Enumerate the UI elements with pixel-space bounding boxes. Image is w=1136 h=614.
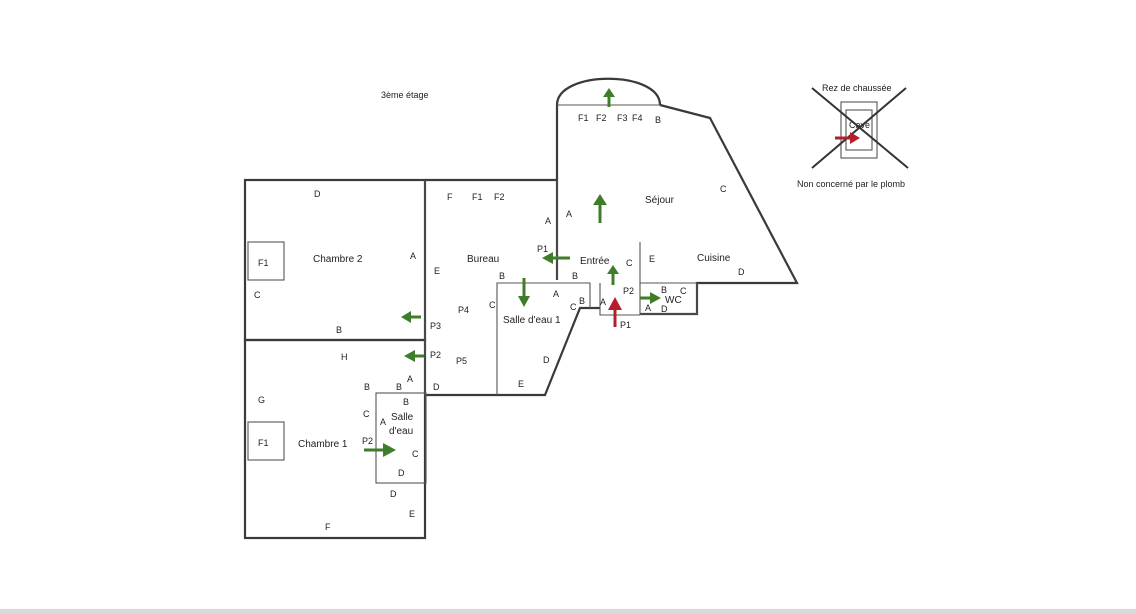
room-sejour: Séjour: [645, 195, 675, 206]
label: D: [314, 189, 321, 199]
label: F3: [617, 113, 628, 123]
floor-title: 3ème étage: [381, 90, 429, 100]
green-arrow-icon: [518, 278, 530, 307]
label: C: [720, 184, 727, 194]
label: A: [545, 216, 551, 226]
label: B: [403, 397, 409, 407]
bottom-border: [0, 609, 1136, 614]
label: B: [572, 271, 578, 281]
label: B: [655, 115, 661, 125]
label: P4: [458, 305, 469, 315]
label: F4: [632, 113, 643, 123]
label: A: [566, 209, 572, 219]
label: D: [543, 355, 550, 365]
label: P1: [537, 244, 548, 254]
label: D: [398, 468, 405, 478]
cross-line-2: [811, 87, 907, 169]
room-salle-eau-line1: Salle: [391, 412, 414, 423]
label: P2: [430, 350, 441, 360]
label: C: [489, 300, 496, 310]
label: D: [433, 382, 440, 392]
red-arrow-icon: [608, 297, 622, 327]
green-arrow-icon: [603, 88, 615, 107]
label: G: [258, 395, 265, 405]
label: B: [396, 382, 402, 392]
label: C: [254, 290, 261, 300]
label: B: [579, 296, 585, 306]
label: A: [380, 417, 386, 427]
window-box-chambre1: [247, 421, 285, 461]
label: C: [412, 449, 419, 459]
label: C: [570, 302, 577, 312]
ground-floor-box: [840, 101, 878, 159]
label: A: [407, 374, 413, 384]
entree-lower-walls: [599, 283, 640, 316]
red-arrow-icon: [835, 132, 860, 144]
label: B: [364, 382, 370, 392]
room-salle-eau1: Salle d'eau 1: [503, 315, 561, 326]
green-arrow-icon: [593, 194, 607, 223]
label: F1: [258, 438, 269, 448]
label: E: [649, 254, 655, 264]
ground-floor-title: Rez de chaussée: [822, 83, 892, 93]
window-box-chambre2: [247, 241, 285, 281]
label: B: [499, 271, 505, 281]
label: C: [626, 258, 633, 268]
room-bureau: Bureau: [467, 254, 499, 265]
salle-eau1-walls: [496, 282, 591, 395]
label: B: [661, 285, 667, 295]
label: D: [738, 267, 745, 277]
room-salle-eau-line2: d'eau: [389, 426, 413, 437]
label: F1: [258, 258, 269, 268]
label: F2: [494, 192, 505, 202]
label: H: [341, 352, 348, 362]
label: F2: [596, 113, 607, 123]
label: A: [553, 289, 559, 299]
bay-window: [555, 77, 662, 106]
label: F: [325, 522, 331, 532]
label: E: [434, 266, 440, 276]
room-entree: Entrée: [580, 256, 610, 267]
label: P3: [430, 321, 441, 331]
green-arrow-icon: [542, 252, 570, 264]
label: F1: [578, 113, 589, 123]
label: A: [645, 303, 651, 313]
ground-floor-small-label: Cave: [849, 120, 870, 130]
room-cuisine: Cuisine: [697, 253, 731, 264]
label: C: [680, 286, 687, 296]
ground-floor-legend: Rez de chaussée Cave Non concerné par le…: [797, 83, 909, 189]
chambre1-walls: [243, 338, 427, 540]
label: F1: [472, 192, 483, 202]
room-wc: WC: [665, 295, 682, 306]
green-arrow-icon: [607, 265, 619, 285]
green-arrow-icon: [640, 292, 661, 304]
green-arrow-icon: [404, 350, 424, 362]
label: C: [363, 409, 370, 419]
label: P2: [623, 286, 634, 296]
ground-floor-inner-box: [845, 109, 873, 151]
room-chambre1: Chambre 1: [298, 439, 348, 450]
label: P1: [620, 320, 631, 330]
label: P5: [456, 356, 467, 366]
label: F: [447, 192, 453, 202]
wc-walls: [639, 282, 698, 315]
label: P2: [362, 436, 373, 446]
ground-floor-note: Non concerné par le plomb: [797, 179, 905, 189]
room-chambre2: Chambre 2: [313, 254, 363, 265]
green-arrow-icon: [364, 443, 396, 457]
label: D: [661, 304, 668, 314]
label: D: [390, 489, 397, 499]
label: E: [409, 509, 415, 519]
label: E: [518, 379, 524, 389]
label: A: [600, 297, 606, 307]
label: A: [410, 251, 416, 261]
green-arrow-icon: [401, 311, 421, 323]
label: B: [336, 325, 342, 335]
